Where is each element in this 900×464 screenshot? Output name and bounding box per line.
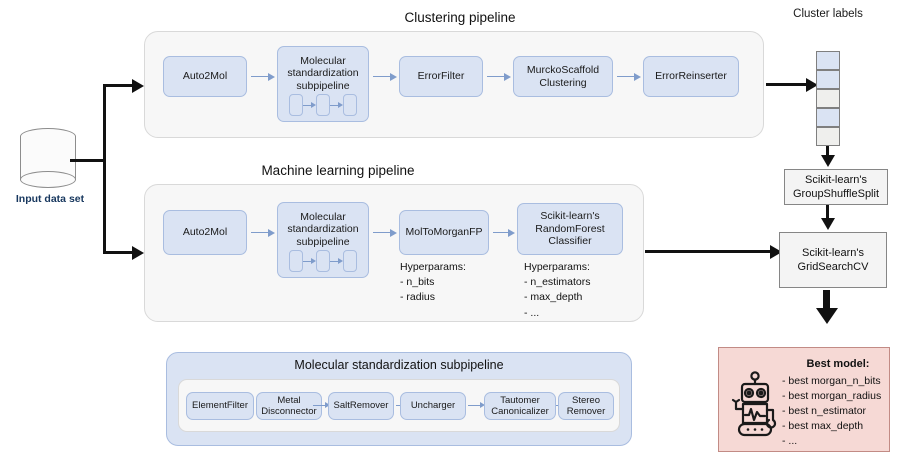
sub-node-tautomer-canonicalizer[interactable]: Tautomer Canonicalizer <box>484 392 556 420</box>
ml-mini-pipeline <box>278 250 368 272</box>
mini-step-box <box>289 94 303 116</box>
cluster-label-cell <box>816 70 840 89</box>
mini-arrow-icon <box>330 101 343 110</box>
clustering-node-murckoscaffold-clustering[interactable]: MurckoScaffold Clustering <box>513 56 613 97</box>
cluster-label-cell <box>816 89 840 108</box>
gridsearchcv-box[interactable]: Scikit-learn's GridSearchCV <box>779 232 887 288</box>
cluster-label-cell <box>816 127 840 146</box>
sub-node-saltremover[interactable]: SaltRemover <box>328 392 394 420</box>
best-model-list: - best morgan_n_bits - best morgan_radiu… <box>782 375 882 447</box>
database-cylinder-icon-bottom <box>20 171 76 188</box>
sub-node-stereo-remover[interactable]: Stereo Remover <box>558 392 614 420</box>
sub-node-metal-disconnector[interactable]: Metal Disconnector <box>256 392 322 420</box>
robot-icon <box>731 371 777 437</box>
mini-step-box <box>289 250 303 272</box>
clustering-node-errorfilter[interactable]: ErrorFilter <box>399 56 483 97</box>
sub-arrow-4 <box>468 401 485 410</box>
mini-step-box <box>316 250 330 272</box>
clustering-pipeline-title: Clustering pipeline <box>404 10 516 25</box>
mini-arrow-icon <box>330 257 343 266</box>
sub-node-elementfilter[interactable]: ElementFilter <box>186 392 254 420</box>
mini-step-box <box>343 250 357 272</box>
clustering-arrow-2 <box>373 72 397 81</box>
ml-arrow-2 <box>373 228 397 237</box>
mini-arrow-icon <box>303 257 316 266</box>
clustering-arrow-3 <box>487 72 511 81</box>
clustering-mini-pipeline <box>278 94 368 116</box>
clustering-node-molecular-standardization-label: Molecular standardization subpipeline <box>287 55 359 92</box>
clustering-arrow-1 <box>251 72 275 81</box>
ml-node-auto2mol[interactable]: Auto2Mol <box>163 210 247 255</box>
ml-hyperparams-morgan: Hyperparams: - n_bits - radius <box>400 261 466 304</box>
ml-arrow-1 <box>251 228 275 237</box>
clustering-node-molecular-standardization-subpipeline[interactable]: Molecular standardization subpipeline <box>277 46 369 122</box>
groupshufflesplit-box[interactable]: Scikit-learn's GroupShuffleSplit <box>784 169 888 205</box>
ml-node-randomforest-classifier[interactable]: Scikit-learn's RandomForest Classifier <box>517 203 623 255</box>
ml-node-molecular-standardization-label: Molecular standardization subpipeline <box>287 211 359 248</box>
clustering-arrow-4 <box>617 72 641 81</box>
sub-arrow-2 <box>313 401 330 410</box>
mini-step-box <box>316 94 330 116</box>
best-model-title: Best model: <box>806 358 870 370</box>
ml-arrow-3 <box>493 228 515 237</box>
mini-arrow-icon <box>303 101 316 110</box>
clustering-node-errorreinserter[interactable]: ErrorReinserter <box>643 56 739 97</box>
cluster-label-cell <box>816 108 840 127</box>
clustering-node-auto2mol[interactable]: Auto2Mol <box>163 56 247 97</box>
cluster-labels-title: Cluster labels <box>793 8 863 20</box>
ml-node-moltomorganfp[interactable]: MolToMorganFP <box>399 210 489 255</box>
ml-pipeline-title: Machine learning pipeline <box>261 163 415 178</box>
input-data-set-label: Input data set <box>15 193 85 205</box>
cluster-label-cell <box>816 51 840 70</box>
standardization-subpipeline-title: Molecular standardization subpipeline <box>294 358 504 372</box>
mini-step-box <box>343 94 357 116</box>
ml-hyperparams-randomforest: Hyperparams: - n_estimators - max_depth … <box>524 261 591 319</box>
sub-node-uncharger[interactable]: Uncharger <box>400 392 466 420</box>
ml-node-molecular-standardization-subpipeline[interactable]: Molecular standardization subpipeline <box>277 202 369 278</box>
